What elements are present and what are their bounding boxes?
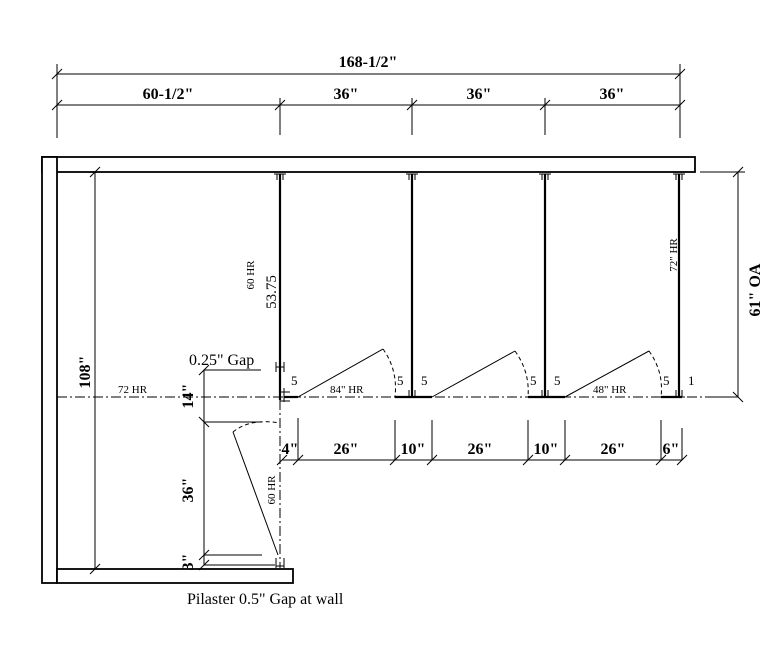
room-length-label: 108" <box>77 356 94 389</box>
height-dimension: 108" <box>77 166 101 575</box>
dim-label: 10" <box>401 441 426 458</box>
dim-label: 6" <box>663 441 680 458</box>
top-wall <box>41 156 696 173</box>
num-5: 5 <box>421 373 428 388</box>
hr60-low-label: 60 HR <box>266 475 278 505</box>
hr72-label: 72 HR <box>118 384 148 396</box>
hr84-label: 84" HR <box>330 384 364 396</box>
bottom-wall <box>56 568 294 584</box>
hr60-top-label: 60 HR <box>245 260 257 290</box>
left-wall <box>41 156 58 584</box>
panel-length-label: 53.75 <box>264 275 280 309</box>
num-5: 5 <box>291 373 298 388</box>
num-1: 1 <box>688 373 695 388</box>
dim-label: 26" <box>468 441 493 458</box>
num-5: 5 <box>530 373 537 388</box>
depth-dimension: 61" OA <box>700 166 764 403</box>
top-dimensions: 168-1/2" 60-1/2" 36" 36" 36" <box>51 54 686 138</box>
hr48-label: 48" HR <box>593 384 627 396</box>
num-5: 5 <box>554 373 561 388</box>
bottom-dimensions: 4" 26" 10" 26" 10" 26" 6" <box>276 418 688 466</box>
gap-label: 0.25" Gap <box>189 352 254 369</box>
dim-3-label: 3" <box>180 554 197 571</box>
door-swings <box>232 348 662 568</box>
dim-14-label: 14" <box>180 384 197 409</box>
left-width-label: 60-1/2" <box>143 86 194 103</box>
pilaster-note: Pilaster 0.5" Gap at wall <box>187 591 344 608</box>
bay2-width-label: 36" <box>467 86 492 103</box>
bay1-width-label: 36" <box>334 86 359 103</box>
oa-depth-label: 61" OA <box>747 263 764 316</box>
dim-label: 4" <box>282 441 299 458</box>
num-5: 5 <box>663 373 670 388</box>
num-5: 5 <box>397 373 404 388</box>
bay3-width-label: 36" <box>600 86 625 103</box>
overall-width-label: 168-1/2" <box>339 54 398 71</box>
hinge-numbers: 5 5 5 5 5 5 1 <box>291 373 695 388</box>
left-vertical-dimensions: 14" 36" 3" <box>180 364 275 571</box>
dim-36-label: 36" <box>180 478 197 503</box>
hr72-right-label: 72" HR <box>668 238 680 272</box>
dim-label: 26" <box>601 441 626 458</box>
partition-panels <box>274 173 685 402</box>
dim-label: 10" <box>534 441 559 458</box>
dim-label: 26" <box>334 441 359 458</box>
